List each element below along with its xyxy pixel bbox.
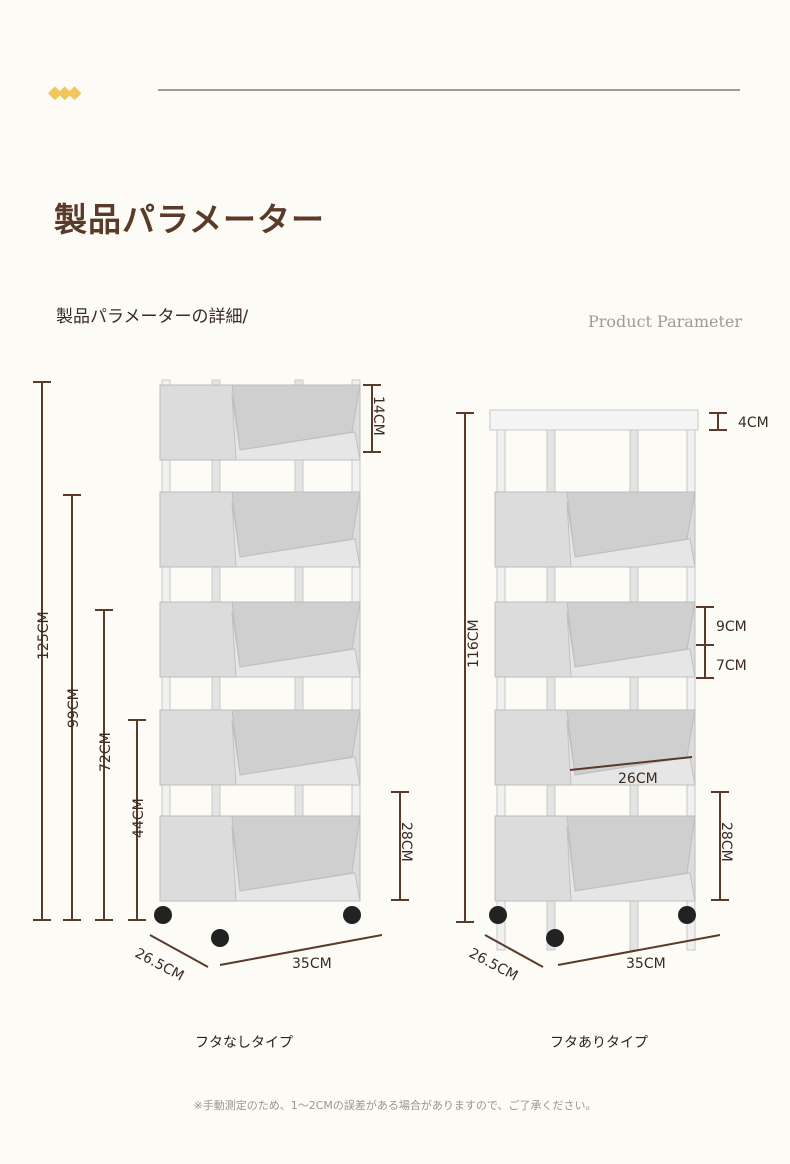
measurement-note: ※手動測定のため、1〜2CMの誤差がある場合がありますので、ご了承ください。 bbox=[193, 1099, 597, 1112]
basket-front bbox=[231, 825, 361, 902]
dim-label-99: 99CM bbox=[66, 688, 82, 728]
wheel-icon bbox=[343, 906, 361, 924]
dim-label-72: 72CM bbox=[98, 732, 114, 772]
divider bbox=[158, 89, 740, 91]
dim-label-26: 26CM bbox=[618, 771, 658, 787]
basket-front bbox=[566, 825, 696, 902]
basket-front bbox=[566, 611, 696, 678]
dim-label-35-left: 35CM bbox=[292, 956, 332, 972]
cart-without-lid bbox=[154, 379, 361, 947]
dim-label-28-left: 28CM bbox=[398, 822, 414, 862]
wheel-icon bbox=[211, 929, 229, 947]
caption-no-lid: フタなしタイプ bbox=[195, 1035, 293, 1051]
dim-label-26-5-right: 26.5CM bbox=[466, 945, 520, 984]
section-subtitle: 製品パラメーターの詳細/ bbox=[56, 307, 249, 327]
dim-label-14: 14CM bbox=[370, 396, 386, 436]
dim-line-35-right bbox=[557, 934, 721, 966]
cart-with-lid bbox=[489, 409, 699, 951]
dim-label-35-right: 35CM bbox=[626, 956, 666, 972]
dim-line-26-5-right bbox=[484, 934, 544, 968]
wheel-icon bbox=[678, 906, 696, 924]
dim-line-26-5-left bbox=[149, 934, 209, 968]
caption-with-lid: フタありタイプ bbox=[550, 1035, 648, 1051]
basket-front bbox=[231, 394, 361, 461]
basket-front bbox=[566, 719, 696, 786]
basket-front bbox=[231, 611, 361, 678]
dim-line-26 bbox=[569, 756, 693, 771]
cart-lid bbox=[489, 409, 699, 431]
dim-label-125: 125CM bbox=[36, 611, 52, 660]
wheel-icon bbox=[154, 906, 172, 924]
wheel-icon bbox=[489, 906, 507, 924]
wheel-icon bbox=[546, 929, 564, 947]
diamond-ornament-icon: ◆◆◆ bbox=[48, 82, 81, 103]
dim-label-116: 116CM bbox=[466, 619, 482, 668]
dim-label-44: 44CM bbox=[131, 798, 147, 838]
page-title: 製品パラメーター bbox=[54, 200, 326, 239]
dim-label-4: 4CM bbox=[738, 415, 769, 431]
dim-label-9: 9CM bbox=[716, 619, 747, 635]
basket-front bbox=[566, 501, 696, 568]
english-subtitle: Product Parameter bbox=[587, 312, 742, 331]
basket-front bbox=[231, 501, 361, 568]
dim-label-28-right: 28CM bbox=[718, 822, 734, 862]
dim-label-7: 7CM bbox=[716, 658, 747, 674]
basket-front bbox=[231, 719, 361, 786]
dim-line-35-left bbox=[219, 934, 383, 966]
